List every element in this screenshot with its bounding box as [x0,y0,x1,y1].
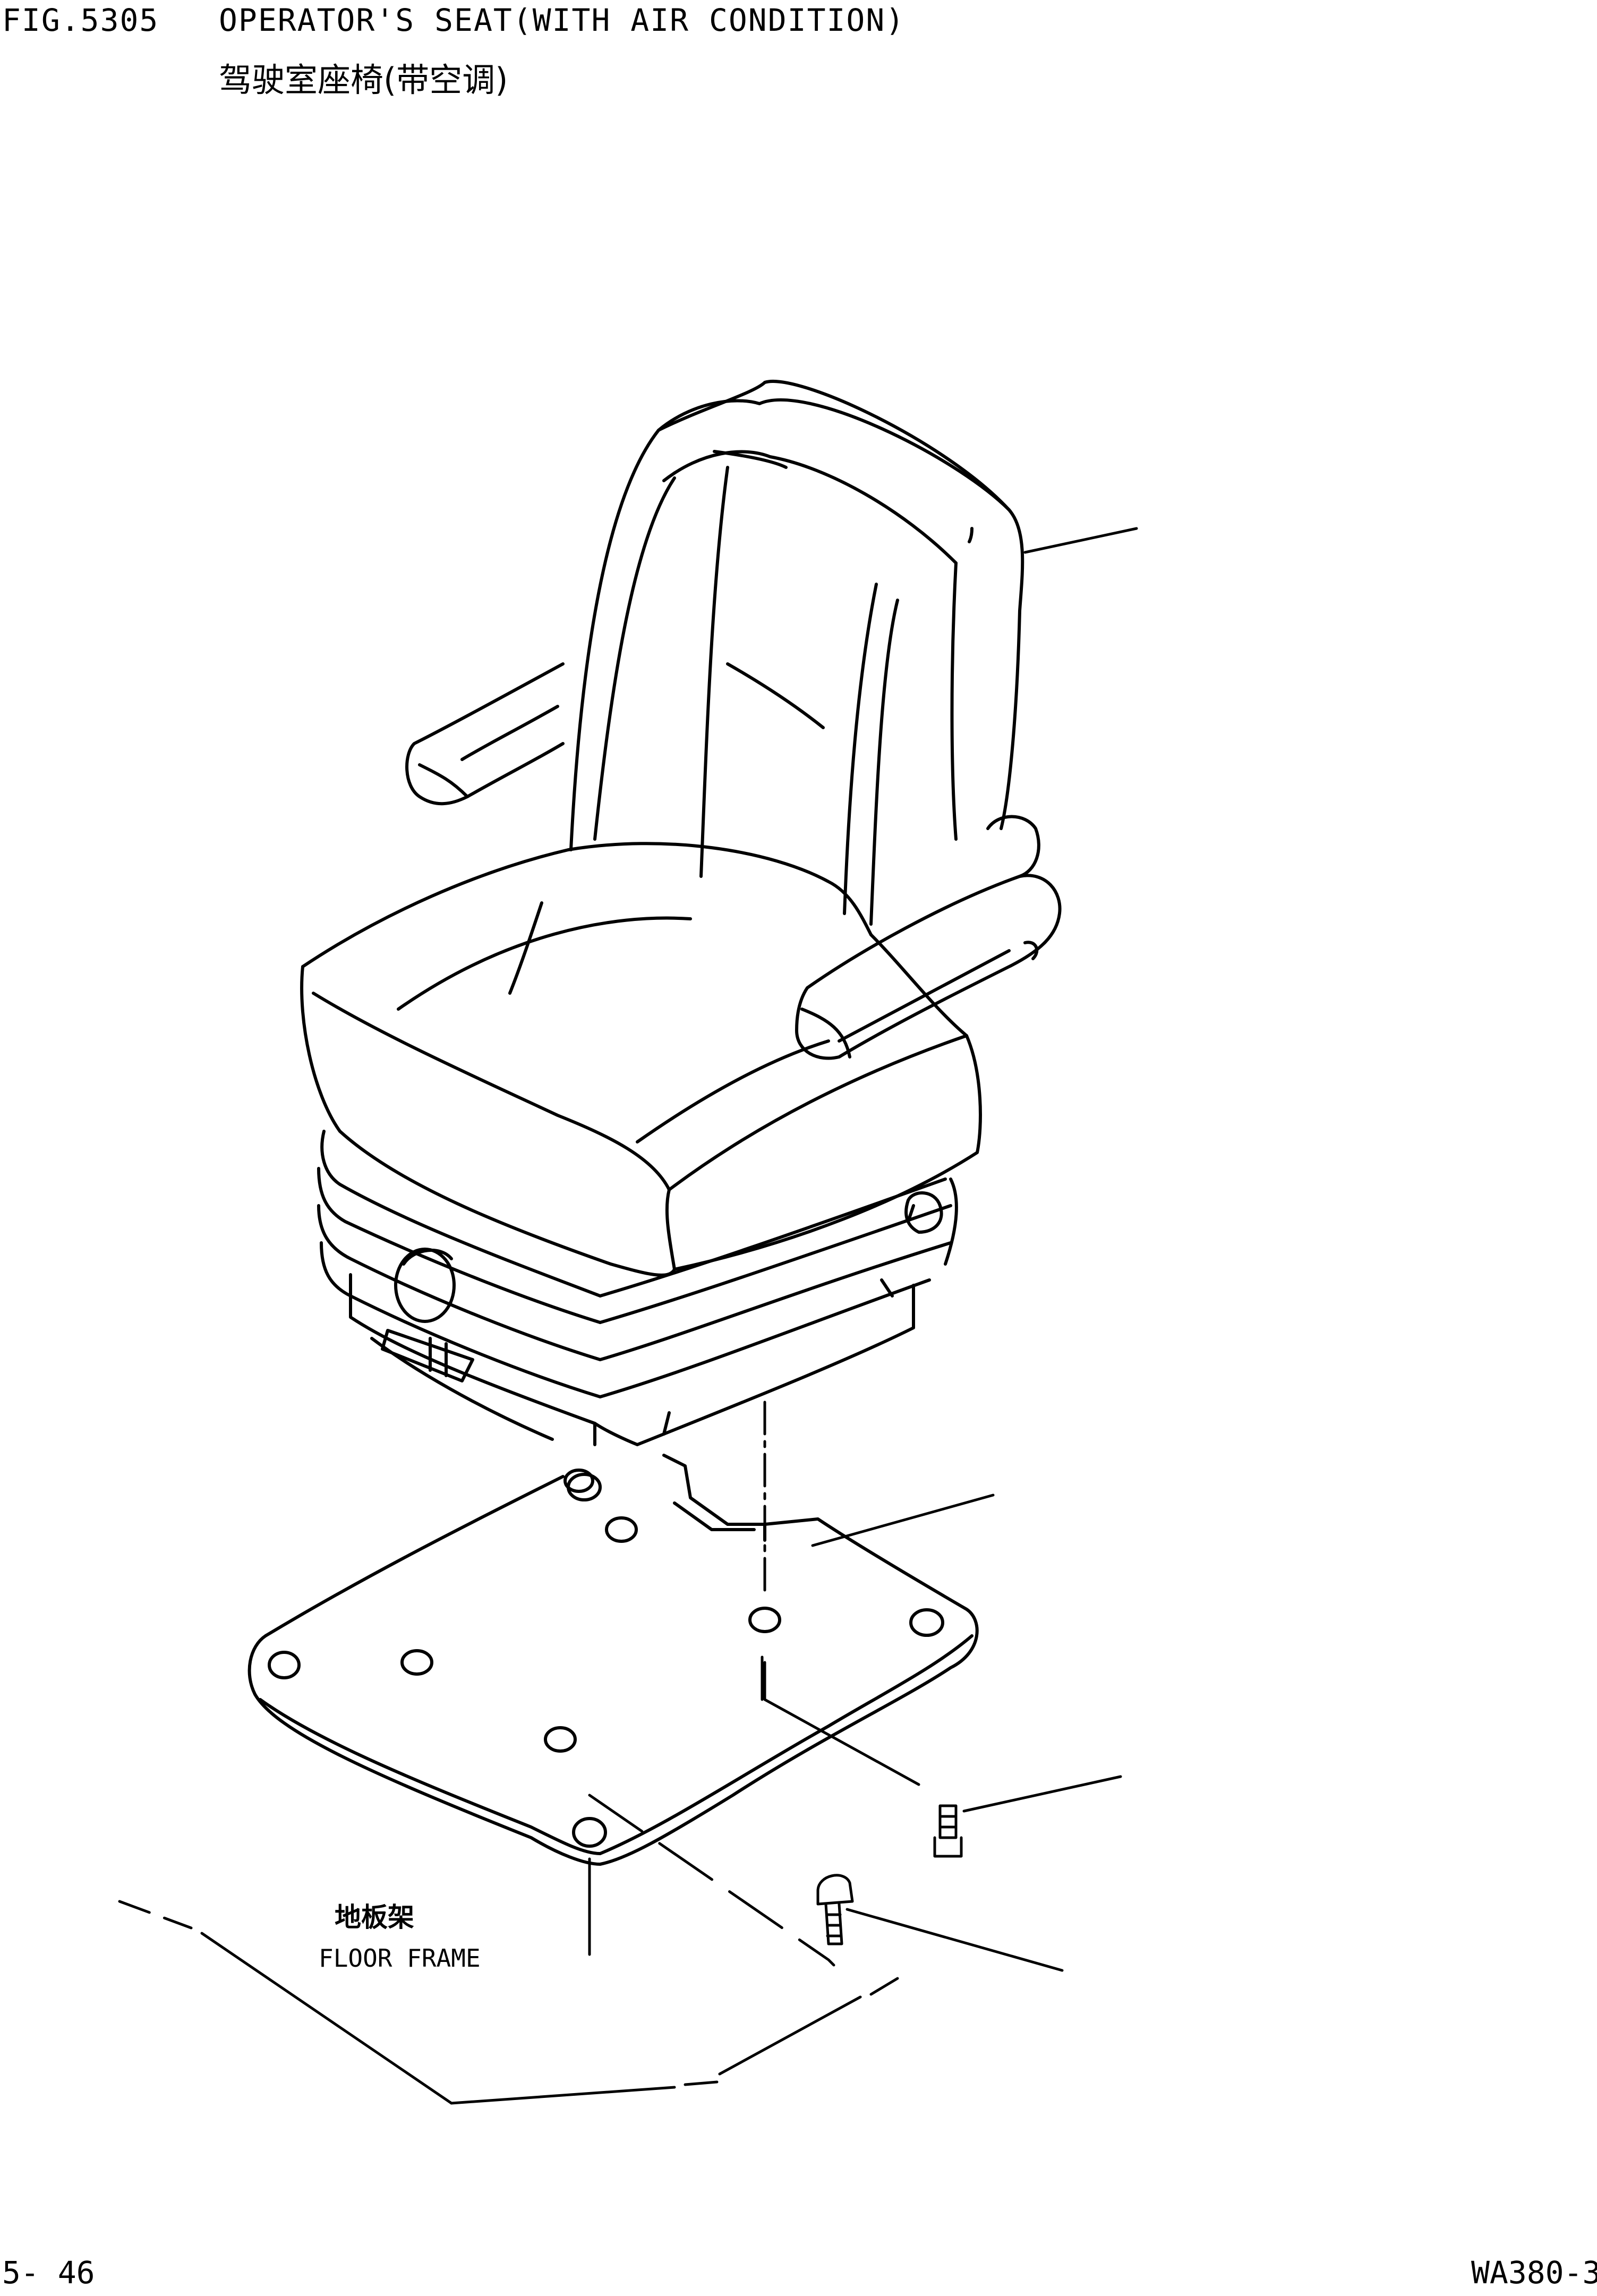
floor-frame-outline [118,1900,899,2105]
right-armrest [795,874,1062,1060]
model-number: WA380-3 [1471,2255,1597,2291]
figure-number: FIG.5305 [2,2,159,38]
floor-frame-label-en: FLOOR FRAME [319,1944,481,1973]
mounting-plate [247,1454,995,1866]
bolt-large [816,1874,1064,1972]
seat-suspension [317,1130,958,1446]
mounting-axis-lines [588,1401,766,1956]
floor-frame-label-cn: 地板架 [335,1902,414,1933]
bolt-leader-lines [588,1661,920,1967]
figure-title-cn: 驾驶室座椅(带空调) [219,61,508,99]
page-number: 5- 46 [2,2255,95,2291]
seat-cushion [300,842,982,1277]
seat-backrest [569,380,1138,926]
figure-title-en: OPERATOR'S SEAT(WITH AIR CONDITION) [219,2,906,38]
left-armrest [405,662,565,806]
bolt-small [933,1775,1122,1858]
